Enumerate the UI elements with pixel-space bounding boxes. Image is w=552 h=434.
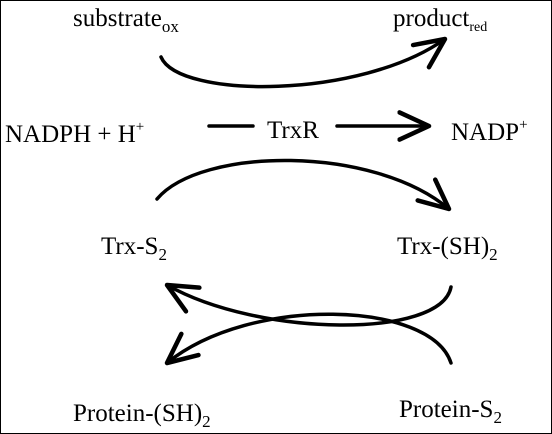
nadp-label: NADP+	[451, 117, 528, 146]
trxr-enzyme-label: TrxR	[267, 117, 319, 144]
trx-oxidation-arrow	[164, 282, 453, 327]
protein-reduction-arrow	[164, 312, 453, 366]
nadph-label: NADPH + H+	[5, 119, 145, 148]
substrate-ox-label: substrateox	[73, 5, 179, 36]
product-red-label: productred	[393, 5, 488, 35]
trx-reduction-arrow	[155, 158, 452, 212]
trx-oxidized-label: Trx-S2	[101, 233, 167, 264]
top-curve-arrow	[159, 36, 448, 89]
protein-oxidized-label: Protein-S2	[399, 396, 502, 427]
trx-reduced-label: Trx-(SH)2	[397, 233, 498, 264]
protein-reduced-label: Protein-(SH)2	[73, 400, 211, 431]
